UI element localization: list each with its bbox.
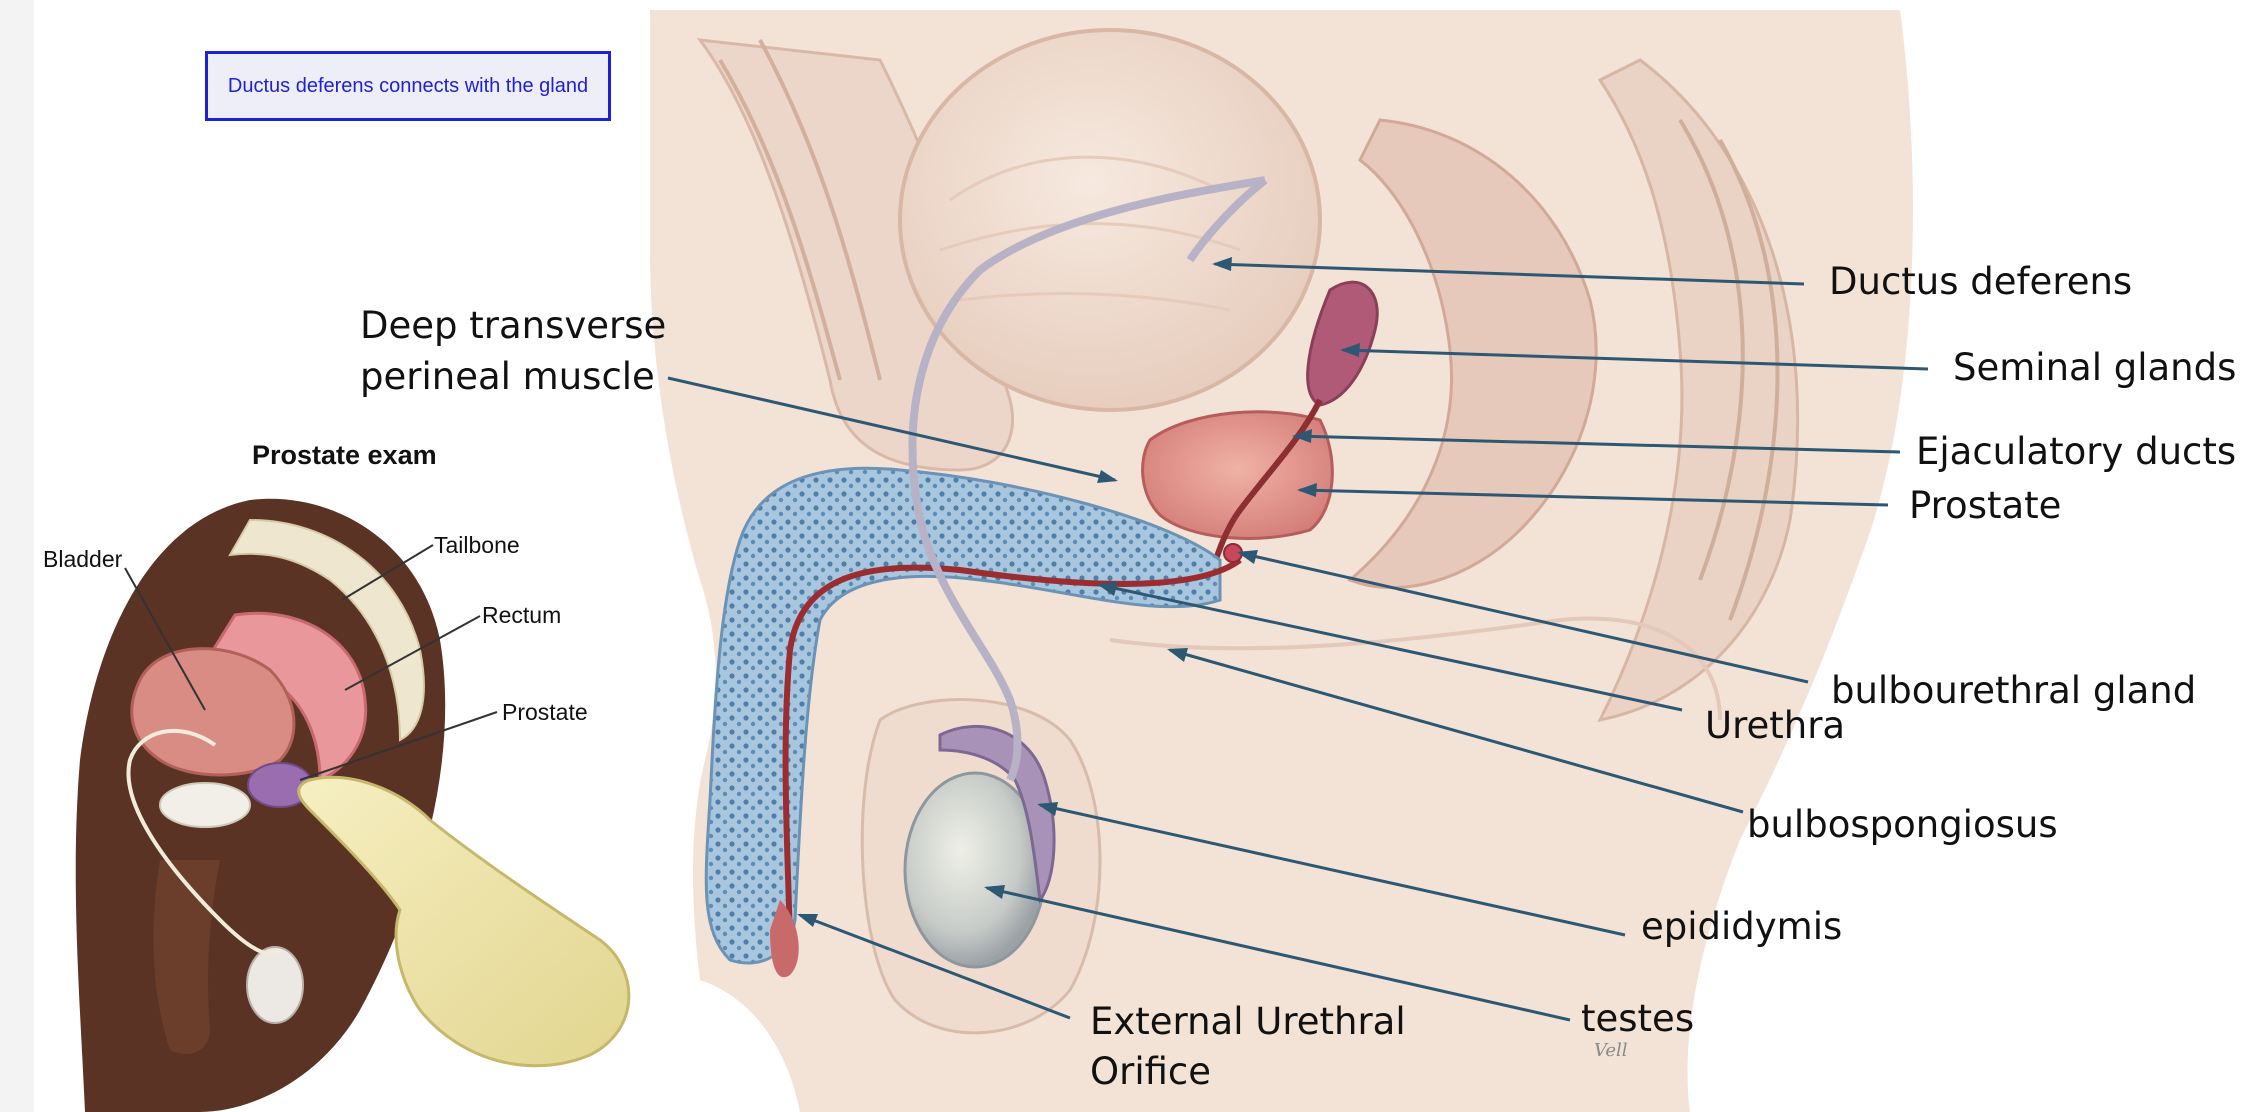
annotation-text: Ductus deferens connects with the gland xyxy=(228,75,588,98)
label-ductus-deferens: Ductus deferens xyxy=(1829,257,2132,307)
label-epididymis: epididymis xyxy=(1641,902,1842,952)
label-testes: testes xyxy=(1581,994,1694,1044)
inset-pubic-bone xyxy=(160,783,250,827)
label-seminal-glands: Seminal glands xyxy=(1953,343,2236,393)
inset-label-bladder: Bladder xyxy=(43,546,122,573)
inset-label-rectum: Rectum xyxy=(482,602,561,629)
label-urethra: Urethra xyxy=(1705,701,1845,751)
inset-testis xyxy=(247,947,303,1023)
label-deep-transverse-line2: perineal muscle xyxy=(360,352,655,402)
bladder xyxy=(900,30,1320,410)
label-external-urethral-line1: External Urethral xyxy=(1090,997,1406,1047)
label-bulbospongiosus: bulbospongiosus xyxy=(1747,800,2058,850)
inset-title: Prostate exam xyxy=(252,440,437,471)
inset-label-tailbone: Tailbone xyxy=(434,532,520,559)
label-ejaculatory-ducts: Ejaculatory ducts xyxy=(1916,427,2236,477)
inset-label-prostate: Prostate xyxy=(502,699,588,726)
label-bulbourethral-gland: bulbourethral gland xyxy=(1831,666,2196,716)
label-external-urethral-line2: Orifice xyxy=(1090,1047,1211,1097)
annotation-box: Ductus deferens connects with the gland xyxy=(205,51,611,121)
label-prostate: Prostate xyxy=(1909,481,2061,531)
label-deep-transverse-line1: Deep transverse xyxy=(360,301,666,351)
page-shade xyxy=(0,0,34,1112)
artist-signature: Vell xyxy=(1594,1040,1628,1061)
prostate-exam-inset xyxy=(76,499,629,1112)
